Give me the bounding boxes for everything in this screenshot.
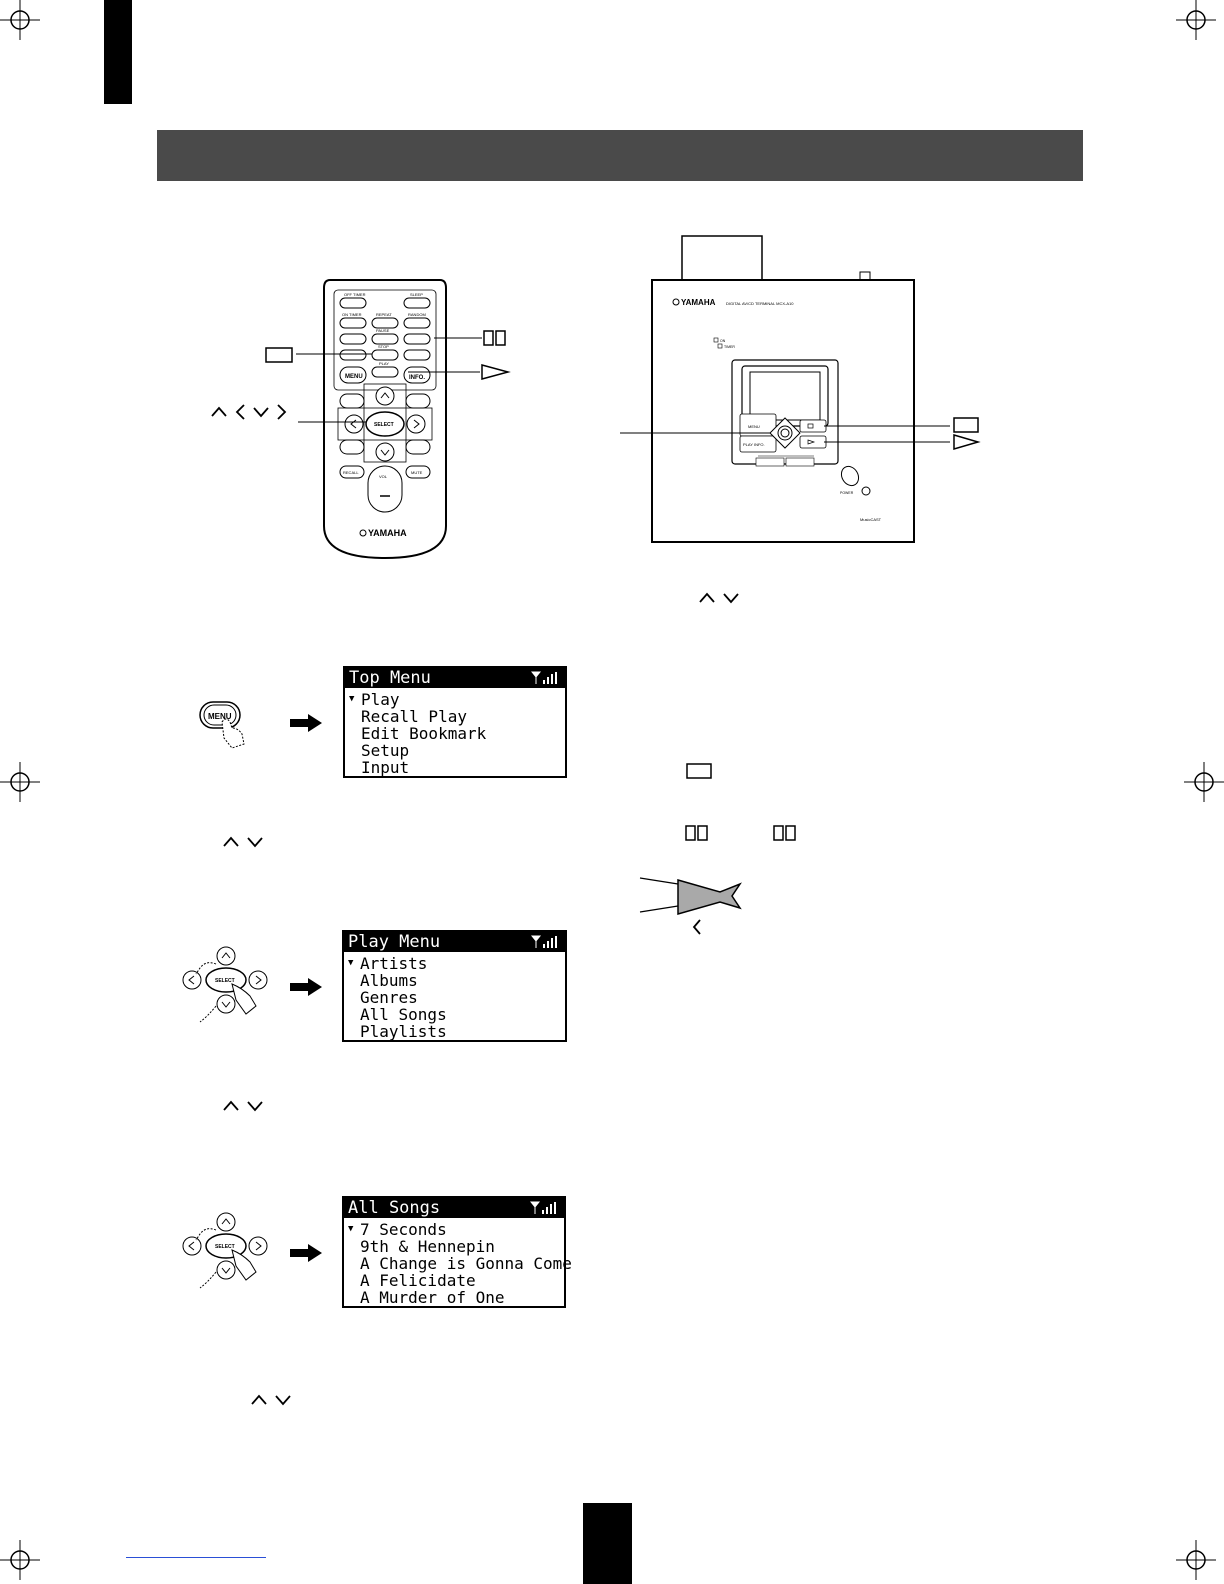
- sleep-label: SLEEP: [410, 292, 423, 297]
- on-timer-label: ON TIMER: [342, 312, 362, 317]
- vol-label: VOL: [379, 474, 388, 479]
- power-label: POWER: [840, 491, 854, 495]
- list-item[interactable]: Playlists: [360, 1022, 447, 1041]
- stop-label: STOP: [378, 344, 389, 349]
- musiccast-logo: MusicCAST: [860, 517, 882, 522]
- remote-select-label: SELECT: [374, 422, 394, 428]
- lcd-top-menu: Top Menu ▼Play Recall Play Edit Bookmark…: [343, 666, 567, 778]
- lcd-titlebar: Top Menu: [345, 668, 565, 688]
- remote-callouts: [211, 330, 511, 423]
- on-indicator-label: ON: [720, 339, 726, 343]
- lcd-title: Play Menu: [348, 932, 441, 952]
- arrow-right-icon: [290, 1244, 322, 1262]
- pause-label: PAUSE: [376, 328, 390, 333]
- signal-strength-icon: [531, 671, 557, 684]
- menu-press-illustration: MENU: [199, 701, 245, 749]
- corner-tab: [104, 0, 132, 104]
- cursor-icon: ▼: [348, 1224, 354, 1234]
- section-header-bar: [157, 130, 1083, 181]
- cursor-icon: ▼: [348, 958, 354, 968]
- pause-icon: [685, 825, 708, 841]
- registration-mark-icon: [1184, 762, 1224, 802]
- unit-brand: YAMAHA: [681, 298, 716, 307]
- list-item[interactable]: ▼Play: [349, 690, 400, 709]
- unit-play-info-label: PLAY INFO.: [743, 442, 765, 447]
- list-item[interactable]: A Change is Gonna Come: [360, 1254, 572, 1273]
- registration-mark-icon: [0, 762, 40, 802]
- random-label: RANDOM: [408, 312, 426, 317]
- list-item[interactable]: All Songs: [360, 1005, 447, 1024]
- repeat-label: REPEAT: [376, 312, 392, 317]
- timer-indicator-label: TIMER: [724, 345, 735, 349]
- up-down-arrows-icon: [251, 1394, 291, 1406]
- list-item[interactable]: Recall Play: [361, 707, 467, 726]
- list-item[interactable]: Edit Bookmark: [361, 724, 487, 743]
- play-label: PLAY: [379, 361, 389, 366]
- select-press-illustration: SELECT: [182, 946, 268, 1023]
- signal-strength-icon: [531, 935, 557, 948]
- menu-button-label: MENU: [208, 712, 232, 721]
- list-item[interactable]: ▼Artists: [348, 954, 428, 973]
- lcd-play-menu: Play Menu ▼Artists Albums Genres All Son…: [342, 930, 567, 1042]
- list-item[interactable]: 9th & Hennepin: [360, 1237, 495, 1256]
- list-item[interactable]: Input: [361, 758, 410, 777]
- unit-menu-label: MENU: [748, 424, 760, 429]
- arrow-right-icon: [290, 714, 322, 732]
- select-press-illustration: SELECT: [182, 1212, 268, 1289]
- lcd-all-songs: All Songs ▼7 Seconds 9th & Hennepin A Ch…: [342, 1196, 572, 1308]
- remote-info-label: INFO.: [409, 375, 425, 381]
- remote-brand: YAMAHA: [368, 528, 407, 538]
- select-button-label: SELECT: [215, 978, 235, 984]
- lcd-title: All Songs: [348, 1198, 441, 1218]
- up-down-arrows-icon: [699, 592, 739, 604]
- registration-mark-icon: [0, 1540, 40, 1580]
- list-item[interactable]: A Murder of One: [360, 1288, 505, 1307]
- mute-label: MUTE: [411, 470, 423, 475]
- registration-mark-icon: [0, 0, 40, 40]
- note-pointer-icon: [639, 877, 742, 935]
- select-button-label: SELECT: [215, 1244, 235, 1250]
- pause-icon: [773, 825, 796, 841]
- cursor-icon: ▼: [349, 694, 355, 704]
- main-unit: YAMAHA DIGITAL AV/CD TERMINAL MCX-A10 ON…: [620, 235, 981, 543]
- lcd-titlebar: All Songs: [344, 1198, 564, 1218]
- up-down-arrows-icon: [223, 1100, 263, 1112]
- off-timer-label: OFF TIMER: [344, 292, 366, 297]
- stop-icon: [686, 763, 712, 779]
- list-item[interactable]: Genres: [360, 988, 418, 1007]
- registration-mark-icon: [1176, 0, 1216, 40]
- footer-link-line: [126, 1557, 266, 1558]
- unit-model: DIGITAL AV/CD TERMINAL MCX-A10: [726, 301, 794, 306]
- recall-label: RECALL: [343, 470, 359, 475]
- list-item[interactable]: ▼7 Seconds: [348, 1220, 447, 1239]
- lcd-titlebar: Play Menu: [344, 932, 565, 952]
- remote-menu-label: MENU: [345, 374, 363, 380]
- arrow-right-icon: [290, 978, 322, 996]
- list-item[interactable]: Albums: [360, 971, 418, 990]
- remote-control: OFF TIMER SLEEP ON TIMER REPEAT RANDOM P…: [323, 279, 447, 560]
- lcd-title: Top Menu: [349, 668, 431, 688]
- list-item[interactable]: Setup: [361, 741, 410, 760]
- list-item[interactable]: A Felicidate: [360, 1271, 476, 1290]
- registration-mark-icon: [1176, 1540, 1216, 1580]
- up-down-arrows-icon: [223, 836, 263, 848]
- page-number-box: [583, 1503, 632, 1584]
- signal-strength-icon: [530, 1201, 556, 1214]
